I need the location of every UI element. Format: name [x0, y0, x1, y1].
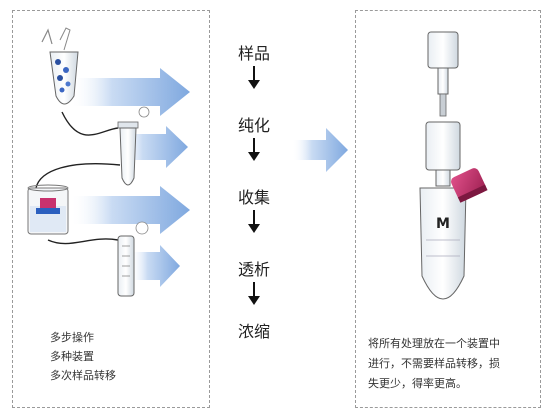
right-caption: 将所有处理放在一个装置中 进行，不需要样品转移，损 失更少，得率更高。	[368, 334, 538, 394]
down-arrow-icon	[248, 282, 260, 305]
device-label: M	[436, 216, 450, 232]
integrated-device-panel	[355, 10, 541, 408]
caption-line: 多步操作	[50, 331, 94, 344]
concentrator-tube-icon	[117, 221, 149, 297]
step-sample: 样品	[237, 44, 270, 63]
caption-line: 进行，不需要样品转移，损	[368, 357, 500, 370]
step-concentrate: 浓缩	[237, 322, 270, 341]
left-caption: 多步操作 多种装置 多次样品转移	[50, 328, 116, 385]
down-arrow-icon	[248, 210, 260, 233]
integrated-device-icon	[419, 31, 488, 300]
arrow-blue-big	[292, 128, 348, 172]
traditional-workflow-panel	[12, 10, 210, 408]
transfer-lines	[35, 111, 121, 245]
dialysis-beaker-icon	[27, 184, 69, 235]
step-dialysis: 透析	[237, 260, 270, 279]
collection-tube-icon	[117, 106, 150, 186]
sample-tube-icon	[41, 27, 79, 105]
down-arrow-icon	[248, 66, 260, 89]
process-arrows	[70, 68, 190, 287]
caption-line: 多种装置	[50, 350, 94, 363]
arrow-blue-4	[130, 245, 180, 287]
step-purify: 纯化	[237, 116, 270, 135]
step-collect: 收集	[237, 188, 270, 207]
arrow-blue-1	[70, 68, 190, 116]
down-arrow-icon	[248, 138, 260, 161]
caption-line: 失更少，得率更高。	[368, 377, 467, 390]
caption-line: 将所有处理放在一个装置中	[368, 337, 500, 350]
caption-line: 多次样品转移	[50, 369, 116, 382]
arrow-blue-3	[70, 186, 190, 234]
